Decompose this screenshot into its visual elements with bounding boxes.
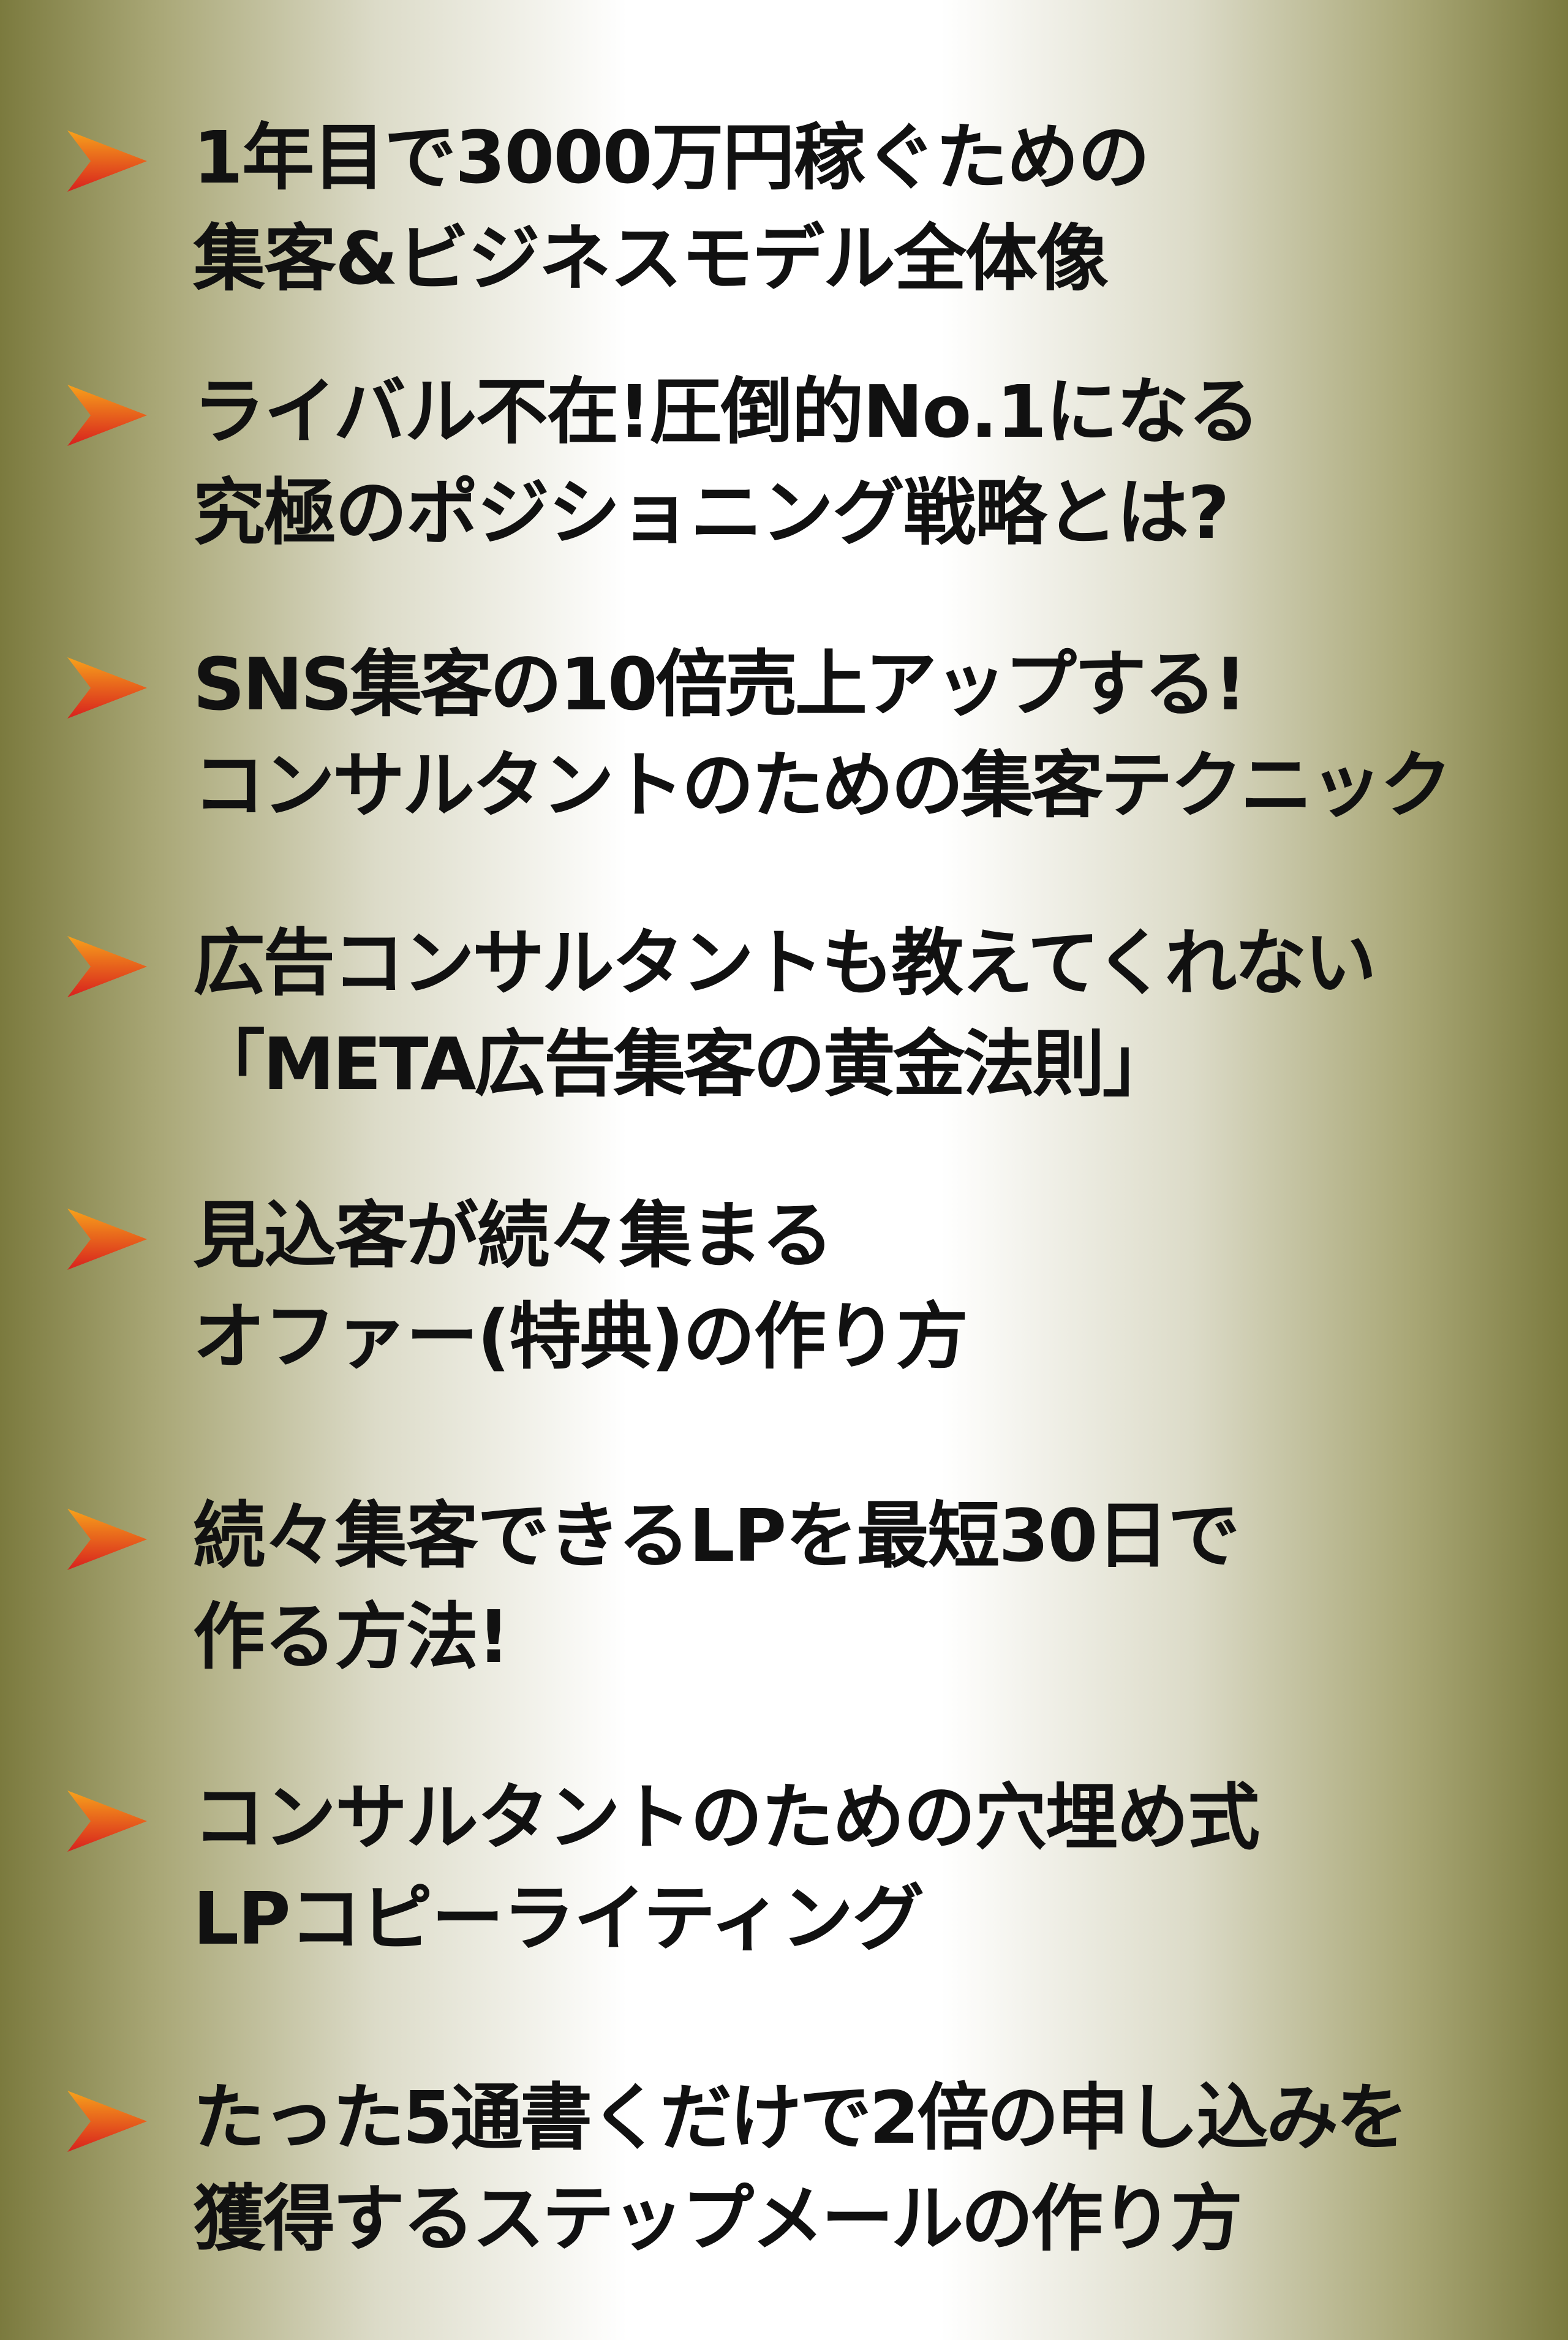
item-line-2: 作る方法! — [193, 1595, 510, 1679]
list-item: 続々集客できるLPを最短30日で 作る方法! — [67, 1485, 1562, 1688]
list-item: 見込客が続々集まる オファー(特典)の作り方 — [67, 1185, 1562, 1387]
list-item: SNS集客の10倍売上アップする! コンサルタントのための集客テクニック — [67, 634, 1562, 836]
item-line-1: SNS集客の10倍売上アップする! — [193, 642, 1247, 727]
item-text: 見込客が続々集まる オファー(特典)の作り方 — [193, 1185, 1562, 1387]
item-line-2: コンサルタントのための集客テクニック — [193, 743, 1452, 828]
item-text: SNS集客の10倍売上アップする! コンサルタントのための集客テクニック — [193, 634, 1562, 836]
item-text: たった5通書くだけで2倍の申し込みを 獲得するステップメールの作り方 — [193, 2067, 1562, 2270]
item-line-2: 「META広告集客の黄金法則」 — [193, 1022, 1175, 1106]
list-item: ライバル不在!圧倒的No.1になる 究極のポジショニング戦略とは? — [67, 361, 1562, 564]
triangle-arrow-icon — [67, 385, 147, 446]
item-line-2: 獲得するステップメールの作り方 — [193, 2176, 1243, 2261]
item-line-2: オファー(特典)の作り方 — [193, 1294, 968, 1379]
item-line-1: たった5通書くだけで2倍の申し込みを — [193, 2075, 1408, 2160]
item-line-1: 広告コンサルタントも教えてくれない — [193, 921, 1377, 1005]
list-item: たった5通書くだけで2倍の申し込みを 獲得するステップメールの作り方 — [67, 2067, 1562, 2270]
triangle-arrow-icon — [67, 2091, 147, 2152]
item-line-2: 究極のポジショニング戦略とは? — [193, 470, 1229, 555]
list-item: コンサルタントのための穴埋め式 LPコピーライティング — [67, 1767, 1562, 1969]
triangle-arrow-icon — [67, 130, 147, 192]
item-line-1: 1年目で3000万円稼ぐための — [193, 115, 1150, 200]
item-text: ライバル不在!圧倒的No.1になる 究極のポジショニング戦略とは? — [193, 361, 1562, 564]
triangle-arrow-icon — [67, 1209, 147, 1270]
list-item: 1年目で3000万円稼ぐための 集客&ビジネスモデル全体像 — [67, 107, 1562, 309]
triangle-arrow-icon — [67, 1509, 147, 1570]
triangle-arrow-icon — [67, 657, 147, 719]
item-text: 続々集客できるLPを最短30日で 作る方法! — [193, 1485, 1562, 1688]
item-text: 広告コンサルタントも教えてくれない 「META広告集客の黄金法則」 — [193, 913, 1562, 1115]
list-item: 広告コンサルタントも教えてくれない 「META広告集客の黄金法則」 — [67, 913, 1562, 1115]
item-line-2: LPコピーライティング — [193, 1876, 924, 1961]
item-line-1: 見込客が続々集まる — [193, 1193, 834, 1278]
item-line-2: 集客&ビジネスモデル全体像 — [193, 216, 1109, 301]
item-line-1: 続々集客できるLPを最短30日で — [193, 1493, 1240, 1578]
item-text: 1年目で3000万円稼ぐための 集客&ビジネスモデル全体像 — [193, 107, 1562, 309]
triangle-arrow-icon — [67, 936, 147, 997]
triangle-arrow-icon — [67, 1791, 147, 1852]
item-line-1: ライバル不在!圧倒的No.1になる — [193, 369, 1260, 454]
item-line-1: コンサルタントのための穴埋め式 — [193, 1775, 1260, 1860]
item-text: コンサルタントのための穴埋め式 LPコピーライティング — [193, 1767, 1562, 1969]
